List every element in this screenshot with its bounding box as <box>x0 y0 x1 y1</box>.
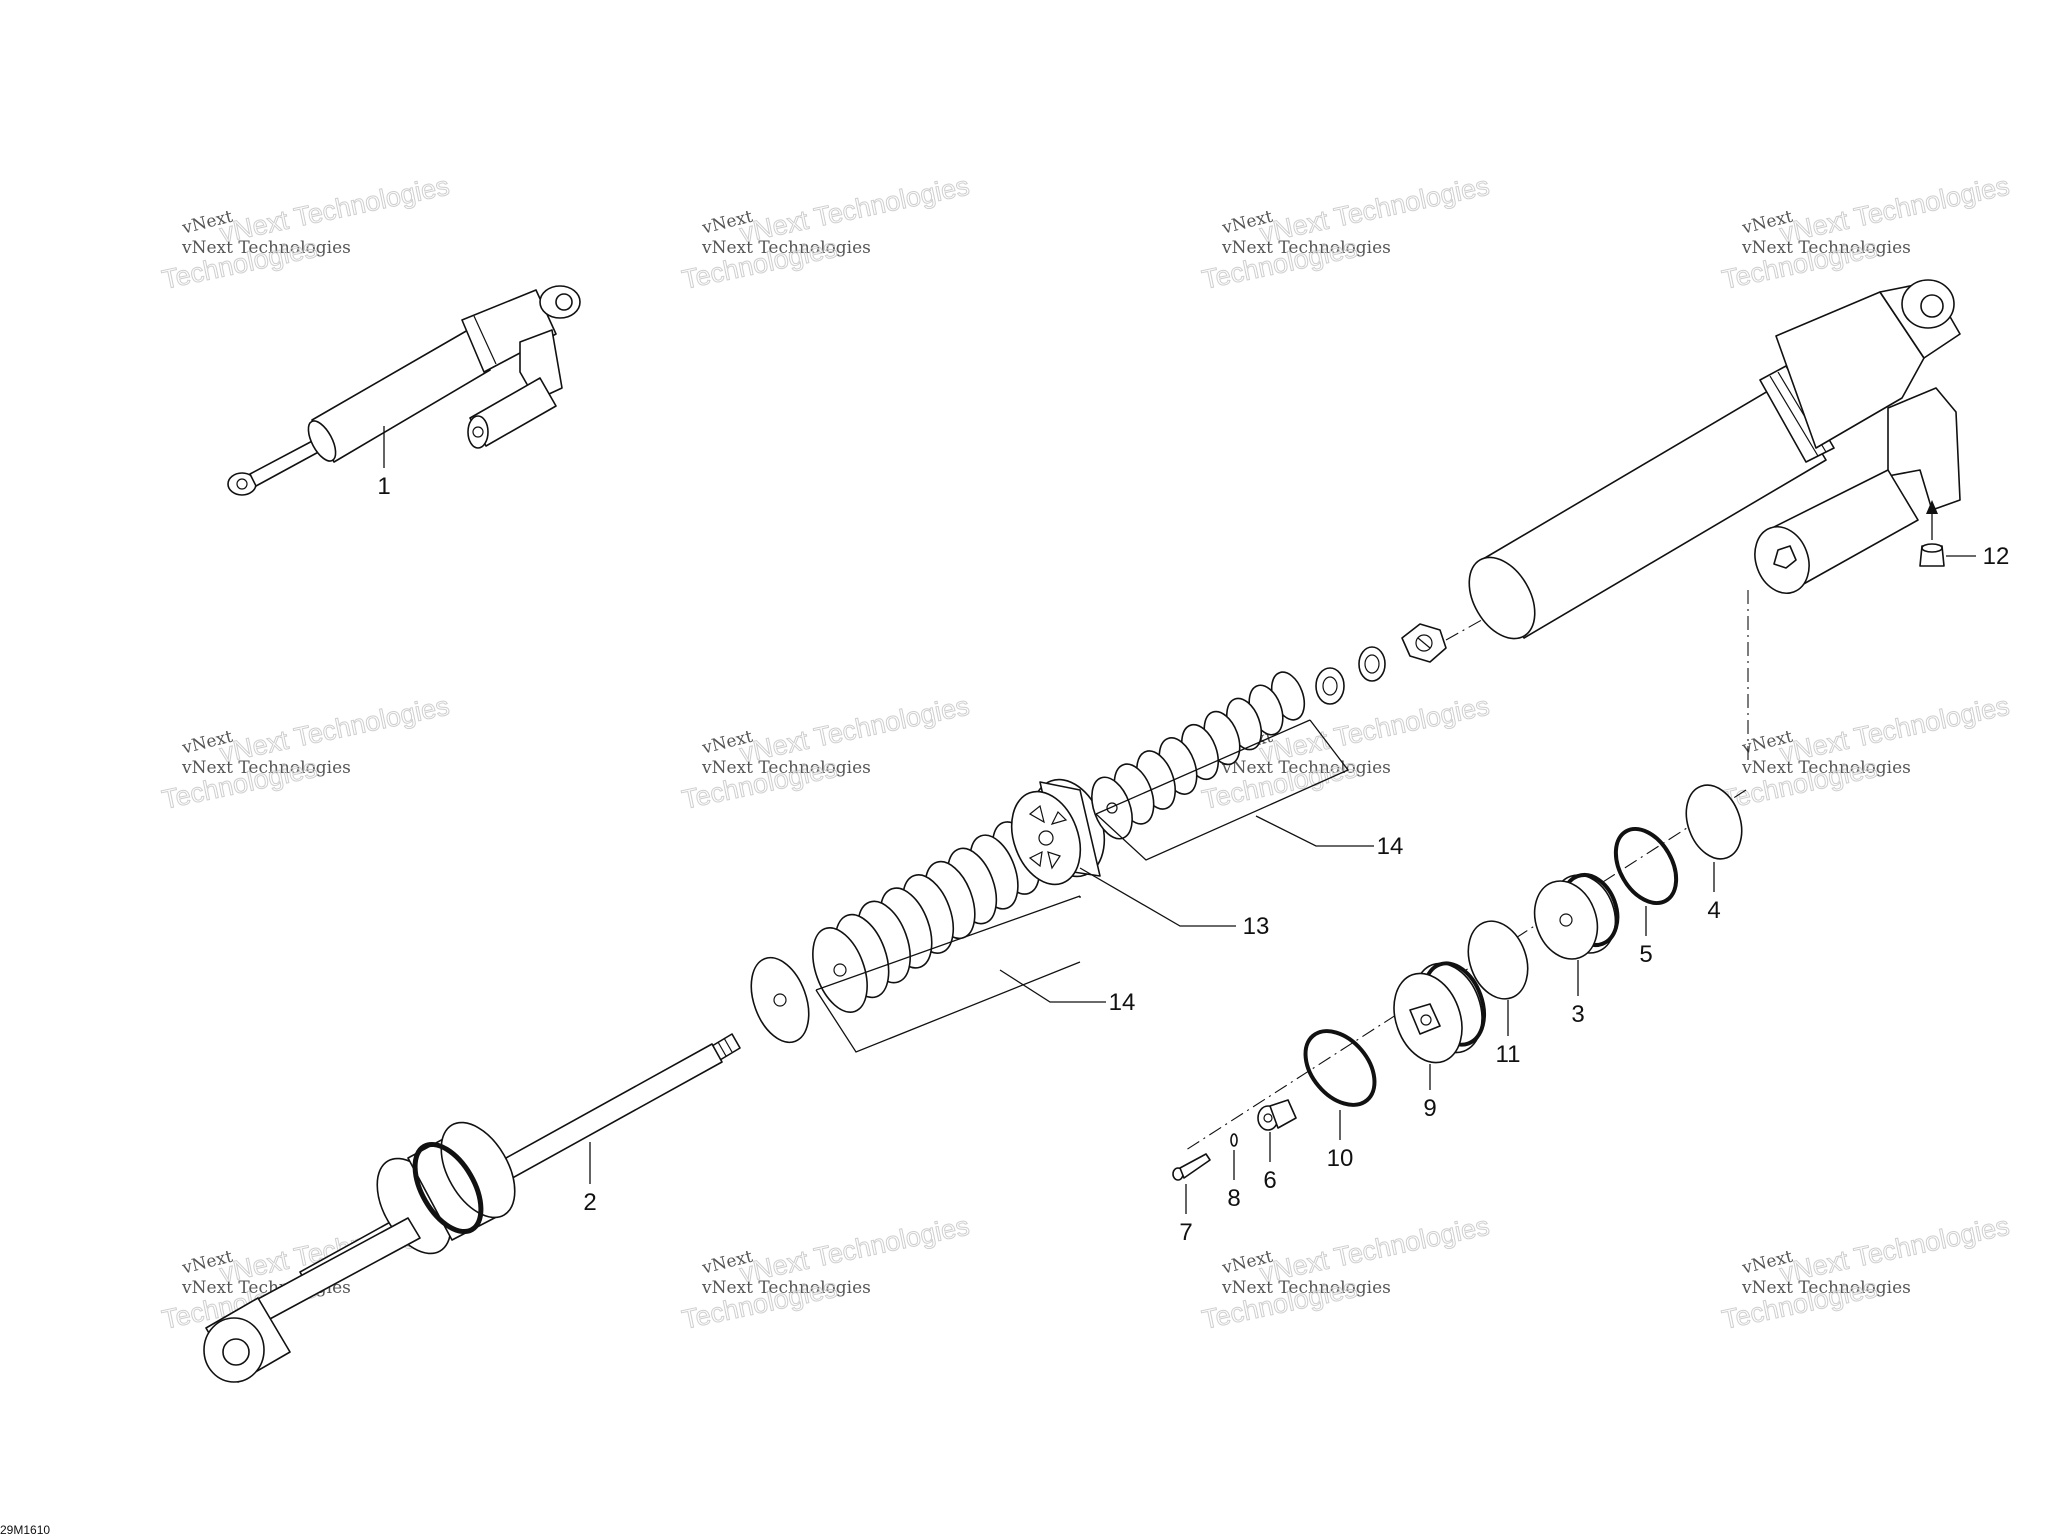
callout-10: 10 <box>1327 1145 1354 1172</box>
valve-cap <box>1919 500 1945 567</box>
watermark-big-2: vNext Technologies <box>737 171 972 249</box>
callout-4: 4 <box>1707 897 1720 924</box>
watermark-big-2: vNext Technologies <box>737 1211 972 1289</box>
reservoir-cap <box>1533 873 1620 960</box>
callout-5: 5 <box>1639 941 1652 968</box>
retaining-ring-upper <box>1613 827 1679 905</box>
watermark-big-2: vNext Technologies <box>1257 171 1492 249</box>
shim-bore <box>1106 802 1118 814</box>
callout-labels: 1 2 3 4 5 6 7 8 9 10 11 12 13 14 14 <box>377 473 2009 1246</box>
callout-6: 6 <box>1263 1167 1276 1194</box>
callout-8: 8 <box>1227 1185 1240 1212</box>
piston-nut <box>1401 623 1447 663</box>
watermark-line: vNext Technologies <box>1221 238 1391 258</box>
washer-large <box>750 956 810 1044</box>
shim-disc <box>812 927 868 1013</box>
leader-lines <box>383 426 1976 1214</box>
valve-screw <box>1172 1153 1211 1181</box>
o-ring <box>1230 1133 1238 1147</box>
watermark-line: vNext Technologies <box>1741 758 1911 778</box>
watermark-line: vNext Technologies <box>1221 758 1391 778</box>
shim-bore <box>833 963 847 977</box>
callout-14-lower: 14 <box>1109 989 1136 1016</box>
figure-code: 29M1610 <box>0 1523 50 1536</box>
washer-small-1 <box>1315 667 1345 705</box>
callout-11: 11 <box>1496 1041 1521 1068</box>
watermark-line: vNext Technologies <box>701 238 871 258</box>
watermark-line: vNext Technologies <box>181 758 351 778</box>
callout-2: 2 <box>583 1189 596 1216</box>
watermark-big-2: vNext Technologies <box>217 171 452 249</box>
callout-3: 3 <box>1571 1001 1584 1028</box>
callout-7: 7 <box>1179 1219 1192 1246</box>
arrow-up-icon <box>1926 500 1938 514</box>
circlip-lower <box>1303 1029 1377 1107</box>
piston <box>1010 778 1106 886</box>
callout-12: 12 <box>1983 543 2010 570</box>
watermark-line: vNext Technologies <box>701 758 871 778</box>
watermark-line: vNext Technologies <box>1741 1278 1911 1298</box>
washer-small-2 <box>1358 646 1386 682</box>
callout-14-upper: 14 <box>1377 833 1404 860</box>
watermark-line: vNext Technologies <box>701 1278 871 1298</box>
seal-disc <box>1467 920 1529 1000</box>
watermark-big-2: vNext Technologies <box>1257 1211 1492 1289</box>
shock-assembly-small <box>227 285 581 496</box>
callout-13: 13 <box>1243 913 1270 940</box>
watermark-line: vNext Technologies <box>181 238 351 258</box>
watermark-big-2: vNext Technologies <box>1777 1211 2012 1289</box>
watermark-line: vNext Technologies <box>1741 238 1911 258</box>
shock-body <box>1468 279 1961 640</box>
watermark-big-2: vNext Technologies <box>1777 691 2012 769</box>
watermark-line: vNext Technologies <box>1221 1278 1391 1298</box>
assembly-axis <box>1445 611 1497 641</box>
callout-1: 1 <box>377 473 390 500</box>
bladder-disc <box>1685 784 1743 860</box>
watermark-big-2: vNext Technologies <box>217 691 452 769</box>
shim-stack-upper <box>1091 671 1306 840</box>
shaft-assembly <box>203 1033 741 1383</box>
valve-fitting <box>1257 1099 1297 1131</box>
end-cap <box>1393 961 1486 1064</box>
watermark-big-2: vNext Technologies <box>737 691 972 769</box>
watermark-big-2: vNext Technologies <box>1777 171 2012 249</box>
callout-9: 9 <box>1423 1095 1436 1122</box>
